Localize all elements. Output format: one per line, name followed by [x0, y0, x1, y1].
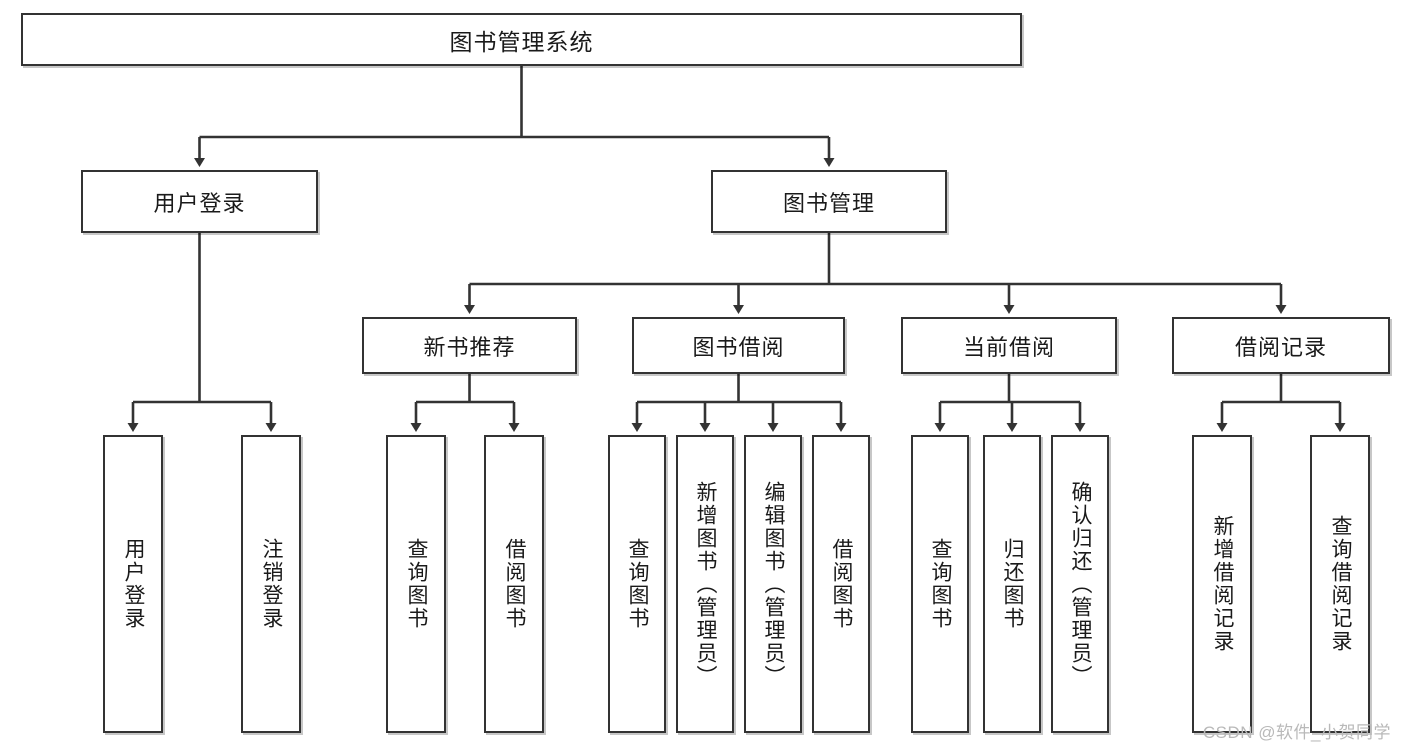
leaf-edit-book[interactable]: 编辑图书（管理员） [744, 435, 802, 733]
leaf-label: 借阅图书 [830, 538, 854, 630]
leaf-query-borrow-record[interactable]: 查询借阅记录 [1310, 435, 1370, 733]
node-book-manage[interactable]: 图书管理 [711, 170, 947, 233]
leaf-label: 注销登录 [260, 538, 284, 630]
leaf-confirm-return[interactable]: 确认归还（管理员） [1051, 435, 1109, 733]
leaf-label: 新增图书（管理员） [694, 480, 718, 688]
leaf-label: 编辑图书（管理员） [762, 480, 786, 688]
leaf-label: 查询借阅记录 [1329, 515, 1353, 653]
leaf-add-book[interactable]: 新增图书（管理员） [676, 435, 734, 733]
node-root[interactable]: 图书管理系统 [21, 13, 1022, 66]
node-book-borrow[interactable]: 图书借阅 [632, 317, 845, 374]
node-user-login[interactable]: 用户登录 [81, 170, 318, 233]
node-borrow-record[interactable]: 借阅记录 [1172, 317, 1390, 374]
leaf-query-book-recommend[interactable]: 查询图书 [386, 435, 446, 733]
leaf-query-book-current[interactable]: 查询图书 [911, 435, 969, 733]
leaf-label: 归还图书 [1001, 538, 1025, 630]
leaf-label: 查询图书 [405, 538, 429, 630]
leaf-borrow-book-recommend[interactable]: 借阅图书 [484, 435, 544, 733]
leaf-label: 新增借阅记录 [1211, 515, 1235, 653]
leaf-borrow-book[interactable]: 借阅图书 [812, 435, 870, 733]
leaf-label: 查询图书 [929, 538, 953, 630]
node-new-book-recommend[interactable]: 新书推荐 [362, 317, 577, 374]
leaf-add-borrow-record[interactable]: 新增借阅记录 [1192, 435, 1252, 733]
leaf-return-book[interactable]: 归还图书 [983, 435, 1041, 733]
watermark: CSDN @软件_小贺同学 [1202, 723, 1391, 742]
node-current-borrow[interactable]: 当前借阅 [901, 317, 1117, 374]
leaf-label: 确认归还（管理员） [1069, 480, 1093, 688]
leaf-label: 查询图书 [626, 538, 650, 630]
leaf-user-login[interactable]: 用户登录 [103, 435, 163, 733]
leaf-label: 借阅图书 [503, 538, 527, 630]
leaf-label: 用户登录 [122, 538, 146, 630]
leaf-user-logout[interactable]: 注销登录 [241, 435, 301, 733]
leaf-query-book-borrow[interactable]: 查询图书 [608, 435, 666, 733]
